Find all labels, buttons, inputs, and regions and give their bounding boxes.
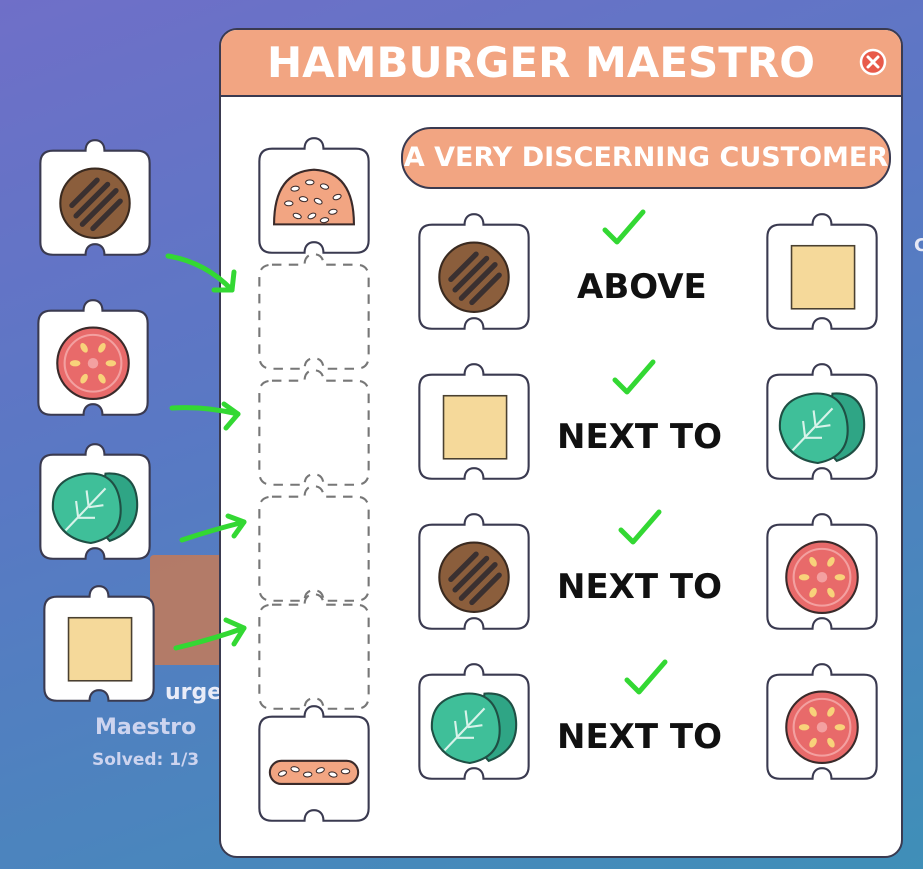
patty-icon — [59, 167, 131, 239]
rule-relation-label: NEXT TO — [557, 567, 723, 607]
rule-right-lettuce — [766, 363, 878, 480]
lettuce-icon — [430, 692, 518, 765]
tomato-icon — [785, 690, 859, 765]
stack-top-bun — [258, 137, 370, 254]
level-title-line2: Maestro — [95, 715, 197, 740]
top-bun-icon — [273, 168, 355, 226]
draggable-lettuce-piece[interactable] — [36, 440, 154, 564]
modal-title: HAMBURGER MAESTRO — [267, 38, 815, 87]
draggable-tomato-piece[interactable] — [34, 296, 152, 420]
offscreen-text-fragment: C — [914, 235, 923, 256]
lettuce-icon — [778, 392, 866, 465]
lettuce-icon — [51, 472, 139, 545]
rule-left-patty — [418, 513, 530, 630]
close-x-icon[interactable] — [859, 48, 887, 76]
rule-left-cheese — [418, 363, 530, 480]
patty-icon — [438, 541, 510, 613]
checkmark-icon — [624, 659, 668, 695]
cheese-icon — [67, 616, 133, 682]
checkmark-icon — [618, 509, 662, 545]
rule-right-tomato — [766, 663, 878, 780]
bottom-bun-icon — [268, 759, 360, 786]
patty-icon — [438, 241, 510, 313]
customer-badge: A VERY DISCERNING CUSTOMER — [401, 127, 891, 189]
rule-left-lettuce — [418, 663, 530, 780]
puzzle-modal: HAMBURGER MAESTRO A VERY DISCERNING CUST… — [219, 28, 903, 858]
checkmark-icon — [612, 359, 656, 395]
tomato-icon — [785, 540, 859, 615]
rule-right-cheese — [766, 213, 878, 330]
checkmark-icon — [602, 209, 646, 245]
rule-left-patty — [418, 213, 530, 330]
cheese-icon — [442, 394, 508, 460]
draggable-cheese-piece[interactable] — [40, 582, 158, 706]
rule-relation-label: NEXT TO — [557, 417, 723, 457]
tomato-icon — [56, 326, 130, 401]
cheese-icon — [790, 244, 856, 310]
draggable-patty-piece[interactable] — [36, 136, 154, 260]
rule-right-tomato — [766, 513, 878, 630]
stack-bottom-bun — [258, 705, 370, 822]
rule-relation-label: ABOVE — [577, 267, 707, 307]
rule-relation-label: NEXT TO — [557, 717, 723, 757]
level-solved-count: Solved: 1/3 — [92, 750, 200, 770]
modal-header: HAMBURGER MAESTRO — [221, 30, 901, 97]
